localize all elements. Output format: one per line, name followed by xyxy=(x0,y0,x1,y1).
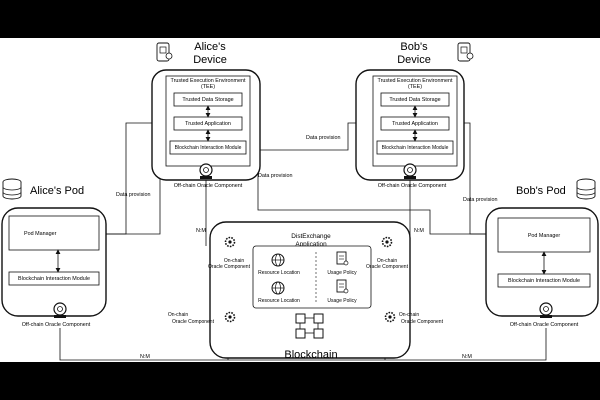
oracle-icon xyxy=(539,302,553,318)
bob-offchain-label: Off-chain Oracle Component xyxy=(378,183,447,189)
bob-pod-manager-label: Pod Manager xyxy=(528,233,561,239)
gear-icon xyxy=(224,236,236,248)
distexchange-title-2: Application xyxy=(295,241,327,248)
alice-trusted-storage-label: Trusted Data Storage xyxy=(182,97,233,103)
alice-pod-manager-label: Pod Manager xyxy=(24,231,57,237)
gear-icon xyxy=(224,311,236,323)
oracle-icon xyxy=(53,302,67,318)
bob-device: Trusted Execution Environment (TEE) Trus… xyxy=(355,41,474,189)
alice-tee-label: Trusted Execution Environment xyxy=(170,78,246,84)
alice-pod-blockchain-module-label: Blockchain Interaction Module xyxy=(18,276,90,282)
edge-label-nm-left: N:M xyxy=(196,228,206,234)
edge-label-nm-right: N:M xyxy=(414,228,424,234)
bob-device-title-2: Device xyxy=(397,54,431,66)
onchain-right-bottom-label-1: On-chain xyxy=(399,312,420,318)
edge-pods-offchain-bottom xyxy=(59,328,547,361)
gear-icon xyxy=(384,311,396,323)
resource-location-label-2: Resource Location xyxy=(258,298,300,304)
alice-blockchain-module-label: Blockchain Interaction Module xyxy=(175,145,242,151)
onchain-left-top-label-1: On-chain xyxy=(224,258,245,264)
alice-pod-manager-box xyxy=(8,215,100,251)
bob-device-title-1: Bob's xyxy=(400,41,428,53)
policy-document-icon xyxy=(336,251,349,266)
phone-icon xyxy=(156,42,173,62)
phone-icon xyxy=(457,42,474,62)
blockchain-area: DistExchange Application Resource Locati… xyxy=(168,221,444,361)
database-icon xyxy=(576,178,596,200)
alice-trusted-app-label: Trusted Application xyxy=(185,121,231,127)
edge-label-data-provision-left: Data provision xyxy=(116,192,150,198)
onchain-right-top-label-2: Oracle Component xyxy=(366,264,409,270)
bob-pod-title: Bob's Pod xyxy=(516,185,566,197)
alice-tee-label-2: (TEE) xyxy=(201,84,215,90)
bob-tee-label: Trusted Execution Environment xyxy=(377,78,453,84)
alice-pod-title: Alice's Pod xyxy=(30,185,84,197)
bob-tee-label-2: (TEE) xyxy=(408,84,422,90)
usage-policy-label-2: Usage Policy xyxy=(327,298,357,304)
blockchain-icon xyxy=(295,313,324,339)
onchain-right-top-label-1: On-chain xyxy=(377,258,398,264)
diagram-canvas: Trusted Execution Environment (TEE) Trus… xyxy=(0,38,600,362)
gear-icon xyxy=(381,236,393,248)
edge-label-data-provision-mid-right: Data provision xyxy=(306,135,340,141)
edge-label-data-provision-right: Data provision xyxy=(463,197,497,203)
bob-pod-manager-box xyxy=(497,217,591,253)
oracle-icon xyxy=(403,163,417,179)
alice-pod-offchain-label: Off-chain Oracle Component xyxy=(22,322,91,328)
alice-pod-blockchain-module-box xyxy=(8,271,100,286)
onchain-left-bottom-label-1: On-chain xyxy=(168,312,189,318)
bob-pod-blockchain-module-label: Blockchain Interaction Module xyxy=(508,278,580,284)
database-icon xyxy=(2,178,22,200)
bob-blockchain-module-label: Blockchain Interaction Module xyxy=(382,145,449,151)
alice-offchain-label: Off-chain Oracle Component xyxy=(174,183,243,189)
bob-pod-offchain-label: Off-chain Oracle Component xyxy=(510,322,579,328)
globe-icon xyxy=(271,253,285,267)
onchain-left-bottom-label-2: Oracle Component xyxy=(172,319,215,325)
distexchange-title-1: DistExchange xyxy=(291,233,331,240)
globe-icon xyxy=(271,281,285,295)
usage-policy-label-1: Usage Policy xyxy=(327,270,357,276)
alice-device: Trusted Execution Environment (TEE) Trus… xyxy=(151,41,261,189)
policy-document-icon xyxy=(336,279,349,294)
onchain-left-top-label-2: Oracle Component xyxy=(208,264,251,270)
bob-trusted-app-label: Trusted Application xyxy=(392,121,438,127)
blockchain-label: Blockchain xyxy=(284,349,337,361)
alice-pod: Alice's Pod Pod Manager Blockchain Inter… xyxy=(1,178,107,328)
edge-labels: Data provision Data provision Data provi… xyxy=(116,135,497,360)
resource-location-label-1: Resource Location xyxy=(258,270,300,276)
oracle-icon xyxy=(199,163,213,179)
onchain-right-bottom-label-2: Oracle Component xyxy=(401,319,444,325)
edge-label-data-provision-mid-left: Data provision xyxy=(258,173,292,179)
alice-device-title-1: Alice's xyxy=(194,41,226,53)
alice-device-title-2: Device xyxy=(193,54,227,66)
bob-trusted-storage-label: Trusted Data Storage xyxy=(389,97,440,103)
bob-pod: Bob's Pod Pod Manager Blockchain Interac… xyxy=(485,178,599,328)
edge-label-nm-bottom-left: N:M xyxy=(140,354,150,360)
edge-label-nm-bottom-right: N:M xyxy=(462,354,472,360)
